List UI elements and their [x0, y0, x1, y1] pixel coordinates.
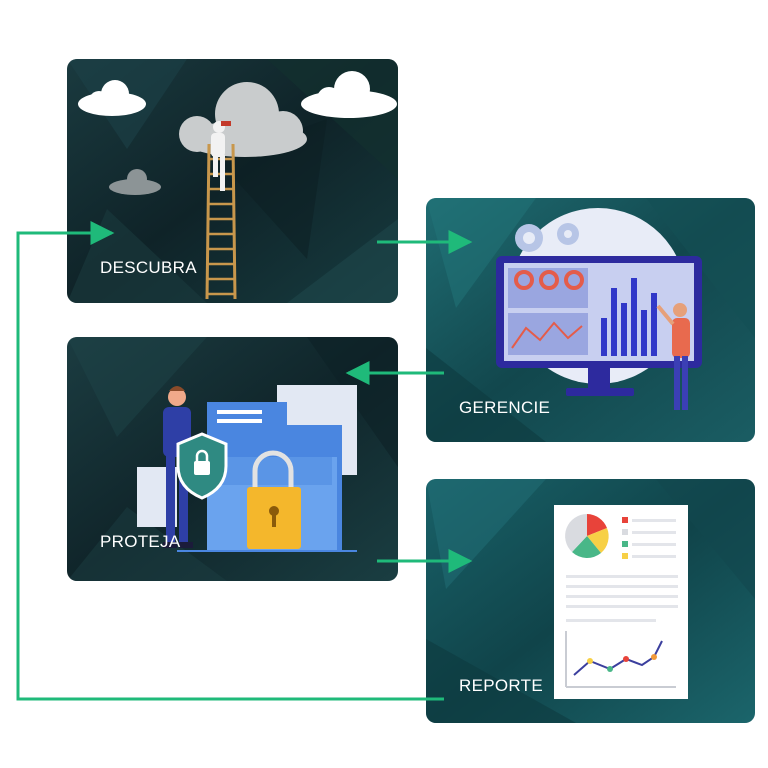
clouds-illustration [78, 71, 397, 195]
dashboard-monitor-illustration [496, 208, 702, 410]
step-label-reporte: REPORTE [459, 676, 543, 695]
step-label-gerencie: GERENCIE [459, 398, 551, 417]
step-label-proteja: PROTEJA [100, 532, 181, 551]
step-card-gerencie: GERENCIE [426, 198, 755, 442]
gear-icon [515, 223, 579, 252]
step-card-proteja: PROTEJA [67, 337, 398, 581]
step-card-reporte: REPORTE [426, 479, 755, 723]
report-document-illustration [554, 505, 688, 699]
step-label-descubra: DESCUBRA [100, 258, 197, 277]
step-card-descubra: DESCUBRA [67, 59, 398, 303]
